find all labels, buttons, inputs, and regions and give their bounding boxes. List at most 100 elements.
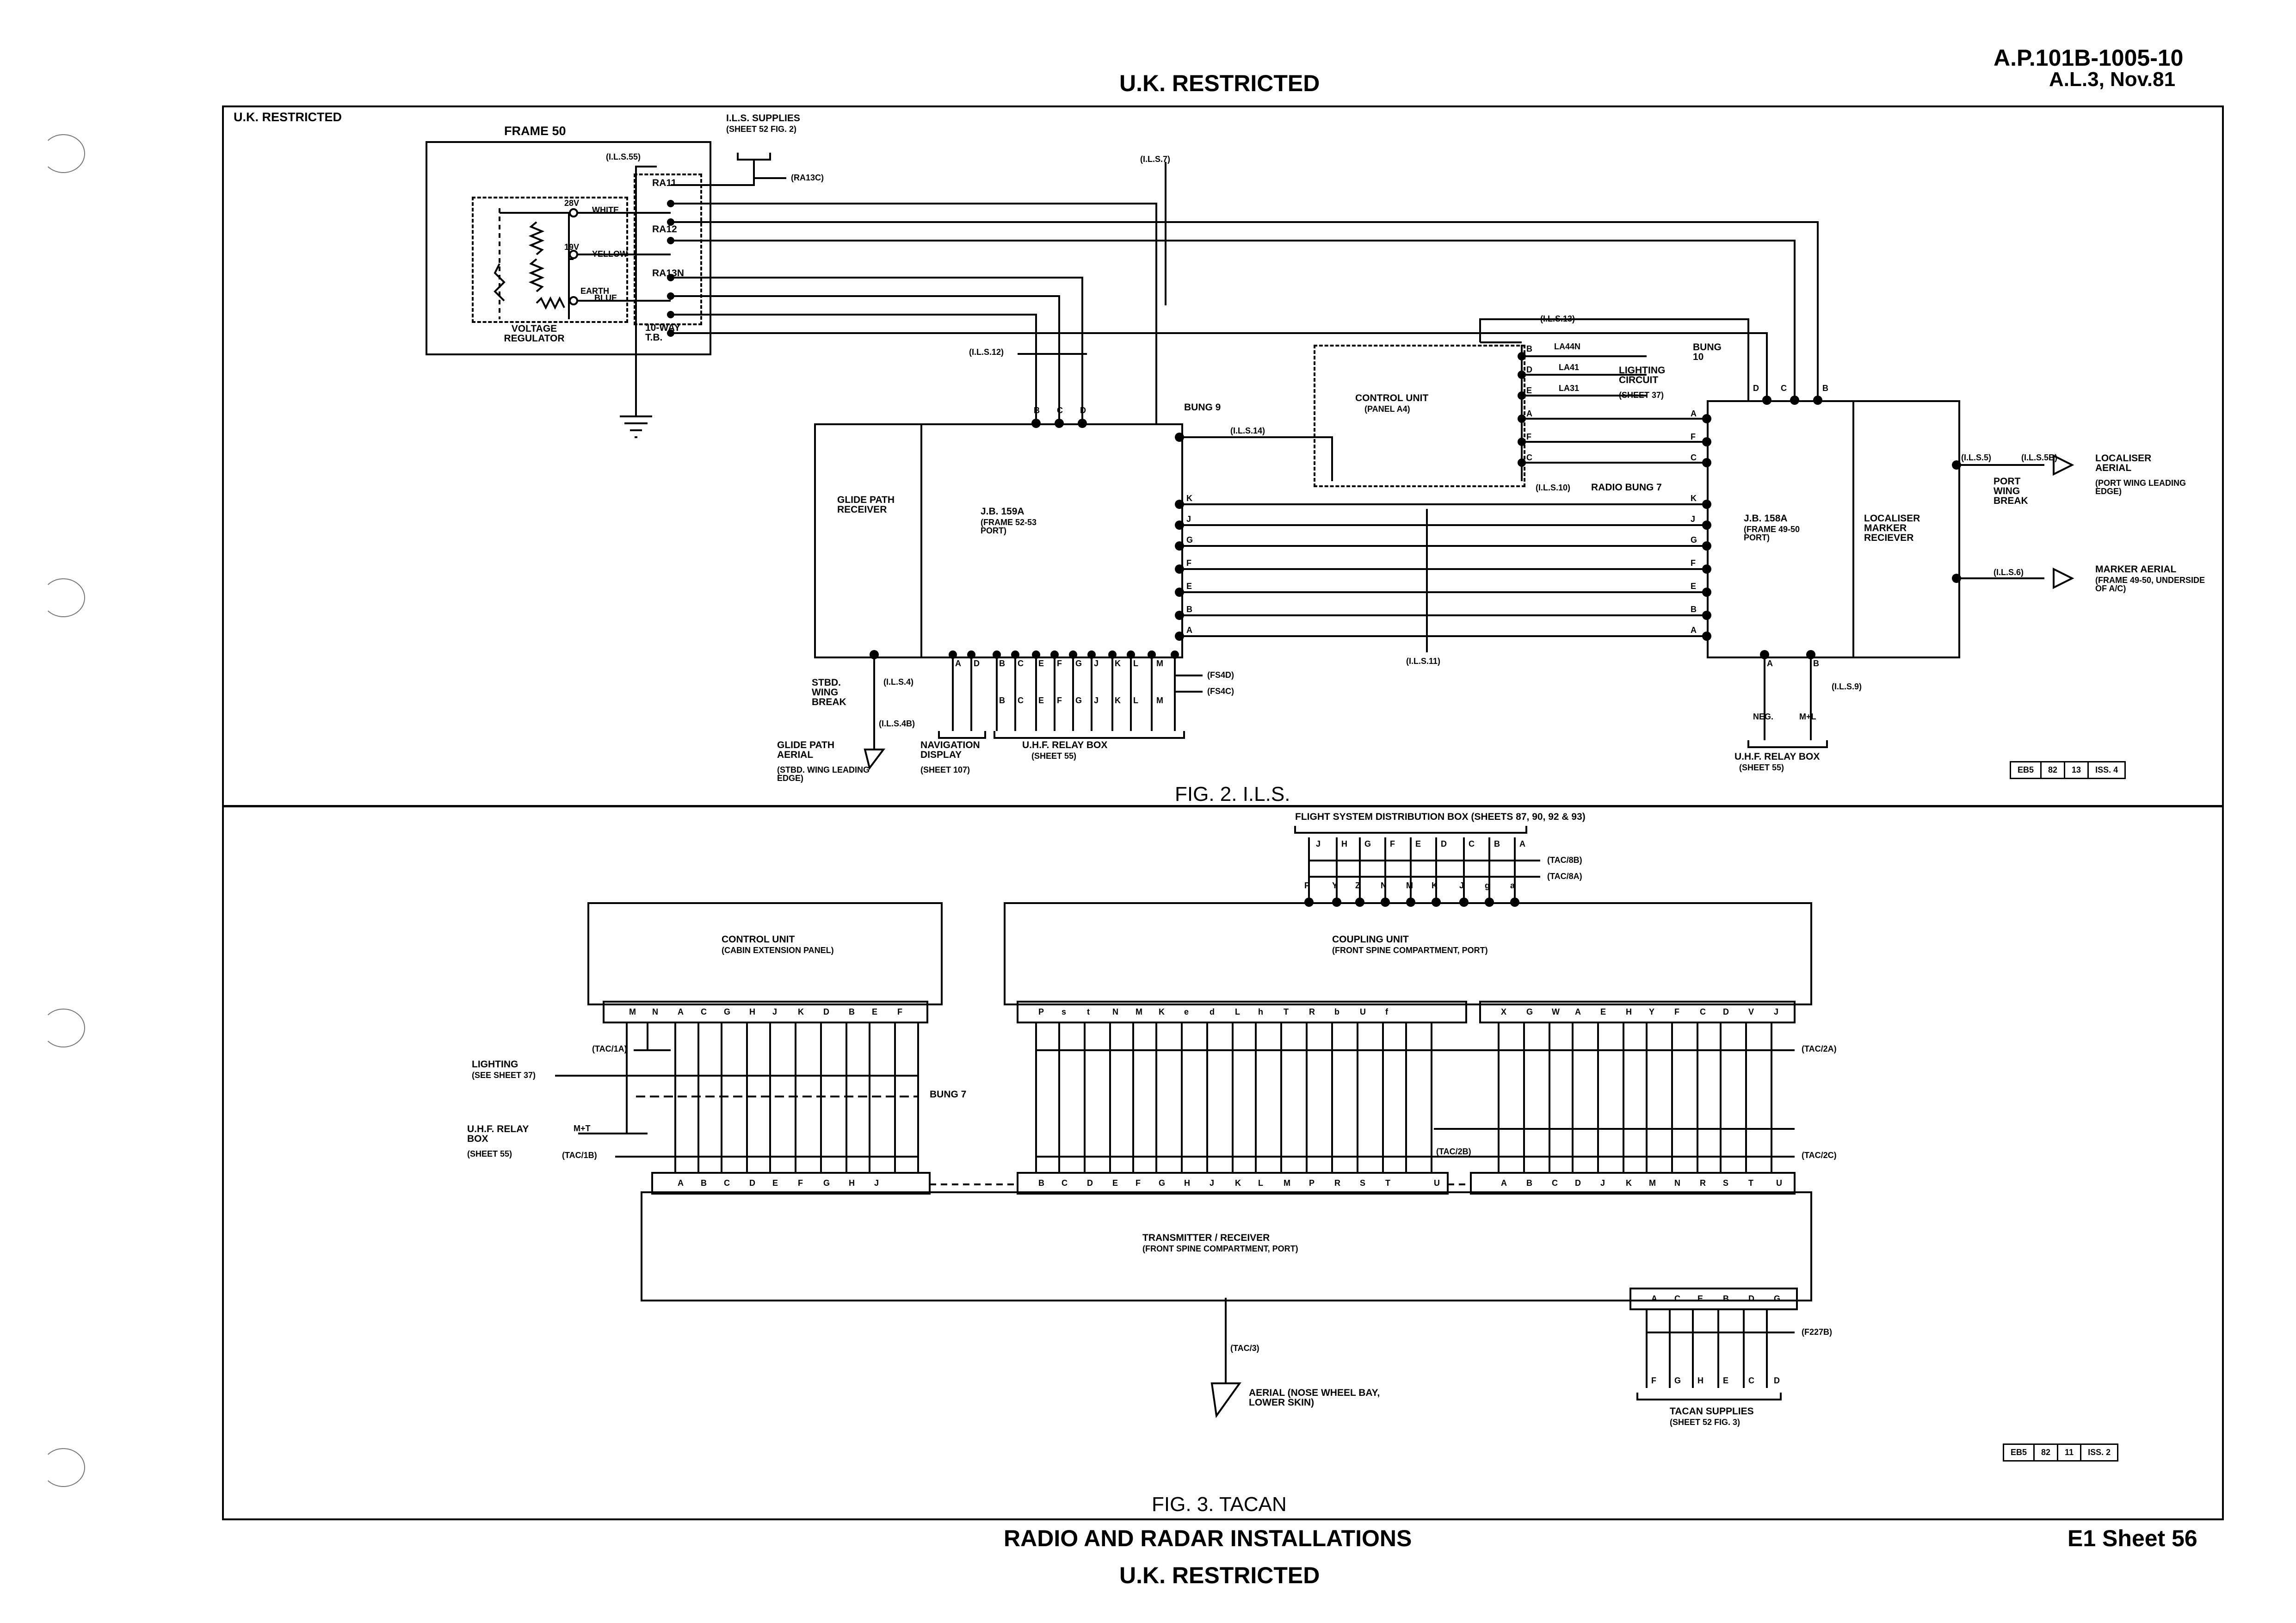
bus-pin-label: B: [1186, 605, 1192, 614]
voltage-regulator-label: VOLTAGE REGULATOR: [504, 323, 565, 344]
cp-pin: T: [1284, 1007, 1289, 1016]
localiser-marker-receiver-label: LOCALISER MARKER RECIEVER: [1864, 513, 1920, 543]
cu-pin: E: [872, 1007, 878, 1016]
binder-hole: [42, 134, 85, 173]
tac2c-label: (TAC/2C): [1802, 1151, 1837, 1160]
fs4c-label: (FS4C): [1207, 687, 1234, 696]
fig3-reference-box: EB5 82 11 ISS. 2: [2003, 1443, 2119, 1462]
fs4d-label: (FS4D): [1207, 670, 1234, 680]
cp-pin: V: [1748, 1007, 1754, 1016]
19v-label: 19V: [564, 242, 580, 252]
cu-pin: G: [724, 1007, 731, 1016]
tac1b-label: (TAC/1B): [562, 1151, 597, 1160]
tacan-supplies-label: TACAN SUPPLIES: [1670, 1406, 1754, 1417]
bus-pin-label: E: [1691, 582, 1697, 591]
blue-wire-label: BLUE: [594, 293, 617, 303]
earth-label: EARTH: [580, 286, 609, 296]
cp-pin: Y: [1649, 1007, 1655, 1016]
m-plus-l-label: M+L: [1799, 712, 1816, 721]
cu-pin: K: [798, 1007, 804, 1016]
flight-system-distribution-box-label: FLIGHT SYSTEM DISTRIBUTION BOX (SHEETS 8…: [1295, 812, 1586, 822]
pin-label: A: [1767, 659, 1773, 668]
cu-pin: M: [629, 1007, 636, 1016]
tr-pin: T: [1748, 1178, 1753, 1188]
ils7-label: (I.L.S.7): [1140, 155, 1171, 164]
ils10-label: (I.L.S.10): [1536, 483, 1571, 492]
tr-pin: F: [1136, 1178, 1141, 1188]
tac2b-label: (TAC/2B): [1436, 1147, 1471, 1156]
ra11-label: RA11: [652, 178, 677, 188]
coupling-unit-label: COUPLING UNIT: [1332, 934, 1409, 945]
tr-pin: G: [823, 1178, 830, 1188]
cp-pin: b: [1334, 1007, 1339, 1016]
cp-pin: C: [1700, 1007, 1706, 1016]
tacan-pin: D: [1774, 1376, 1780, 1385]
tacan-supplies-ref: (SHEET 52 FIG. 3): [1670, 1418, 1741, 1427]
ils-supplies-ref: (SHEET 52 FIG. 2): [726, 124, 797, 134]
pin-label: B: [1526, 344, 1532, 353]
tr-pin: N: [1674, 1178, 1680, 1188]
pin-label: A: [1526, 409, 1532, 418]
ils11-label: (I.L.S.11): [1406, 657, 1441, 666]
ils6-label: (I.L.S.6): [1994, 568, 2024, 577]
cp-pin: E: [1600, 1007, 1606, 1016]
tacan-control-unit-sublabel: (CABIN EXTENSION PANEL): [722, 946, 834, 955]
f227b-label: (F227B): [1802, 1327, 1833, 1337]
cp-pin: D: [1723, 1007, 1729, 1016]
cp-pin: s: [1062, 1007, 1067, 1016]
fsdb-pin: F: [1390, 839, 1395, 849]
frame-50-box: [426, 141, 711, 355]
glide-path-aerial-sublabel: (STBD. WING LEADING EDGE): [777, 765, 870, 783]
fsdb-pin: C: [1469, 839, 1475, 849]
fsdb-pin: E: [1415, 839, 1421, 849]
transmitter-receiver-sublabel: (FRONT SPINE COMPARTMENT, PORT): [1142, 1244, 1298, 1253]
ils5b-label: (I.L.S.5B): [2021, 453, 2058, 462]
tr-pin: T: [1385, 1178, 1390, 1188]
marker-aerial-sublabel: (FRAME 49-50, UNDERSIDE OF A/C): [2095, 576, 2205, 593]
cu-pin: H: [749, 1007, 755, 1016]
cp-pin: f: [1385, 1007, 1388, 1016]
tr-pin: B: [1526, 1178, 1532, 1188]
uhf-relay-box-ref: (SHEET 55): [1031, 751, 1077, 761]
cu-pin: D: [823, 1007, 829, 1016]
coupling-unit-sublabel: (FRONT SPINE COMPARTMENT, PORT): [1332, 946, 1488, 955]
tac1a-label: (TAC/1A): [592, 1044, 627, 1053]
fig3-caption: FIG. 3. TACAN: [1152, 1493, 1287, 1516]
tacan-control-unit-box: [587, 902, 943, 1005]
pin-label: F: [1526, 432, 1531, 441]
tr-pin: E: [772, 1178, 778, 1188]
fig2-reference-box: EB5 82 13 ISS. 4: [2010, 761, 2126, 779]
fsdb-pin: G: [1364, 839, 1371, 849]
tr-pin: A: [1501, 1178, 1507, 1188]
pin-label: B: [999, 659, 1005, 668]
cp-pin: J: [1774, 1007, 1779, 1016]
ils14-label: (I.L.S.14): [1230, 426, 1265, 435]
figure-divider: [222, 805, 2224, 807]
pin-label: E: [1526, 386, 1532, 395]
bung10-label: BUNG 10: [1693, 342, 1722, 362]
box-divider: [1852, 400, 1854, 657]
uhf-relay-box-label: U.H.F. RELAY BOX: [1022, 740, 1108, 750]
tac8b-label: (TAC/8B): [1547, 855, 1582, 865]
uhf-pin-label: E: [1038, 696, 1044, 705]
cp-pin: U: [1360, 1007, 1366, 1016]
pin-label: A: [955, 659, 961, 668]
fsdb-pin: H: [1341, 839, 1347, 849]
tac2a-label: (TAC/2A): [1802, 1044, 1837, 1053]
cu-pin: C: [701, 1007, 707, 1016]
binder-hole: [42, 578, 85, 617]
sheet-number: E1 Sheet 56: [2068, 1525, 2197, 1551]
control-unit-label: CONTROL UNIT: [1355, 393, 1429, 403]
fsdb-pin: K: [1432, 881, 1438, 890]
ils13-label: (I.L.S.13): [1540, 314, 1575, 323]
tr-pin: U: [1776, 1178, 1782, 1188]
cp-pin: G: [1526, 1007, 1533, 1016]
tr-pin: R: [1334, 1178, 1340, 1188]
tacan-pin: G: [1774, 1294, 1781, 1303]
localiser-aerial-label: LOCALISER AERIAL: [2095, 453, 2152, 473]
bus-pin-label: A: [1691, 626, 1697, 635]
pin-label: C: [1018, 659, 1024, 668]
tacan-pin: H: [1697, 1376, 1703, 1385]
tacan-pin: C: [1748, 1376, 1754, 1385]
